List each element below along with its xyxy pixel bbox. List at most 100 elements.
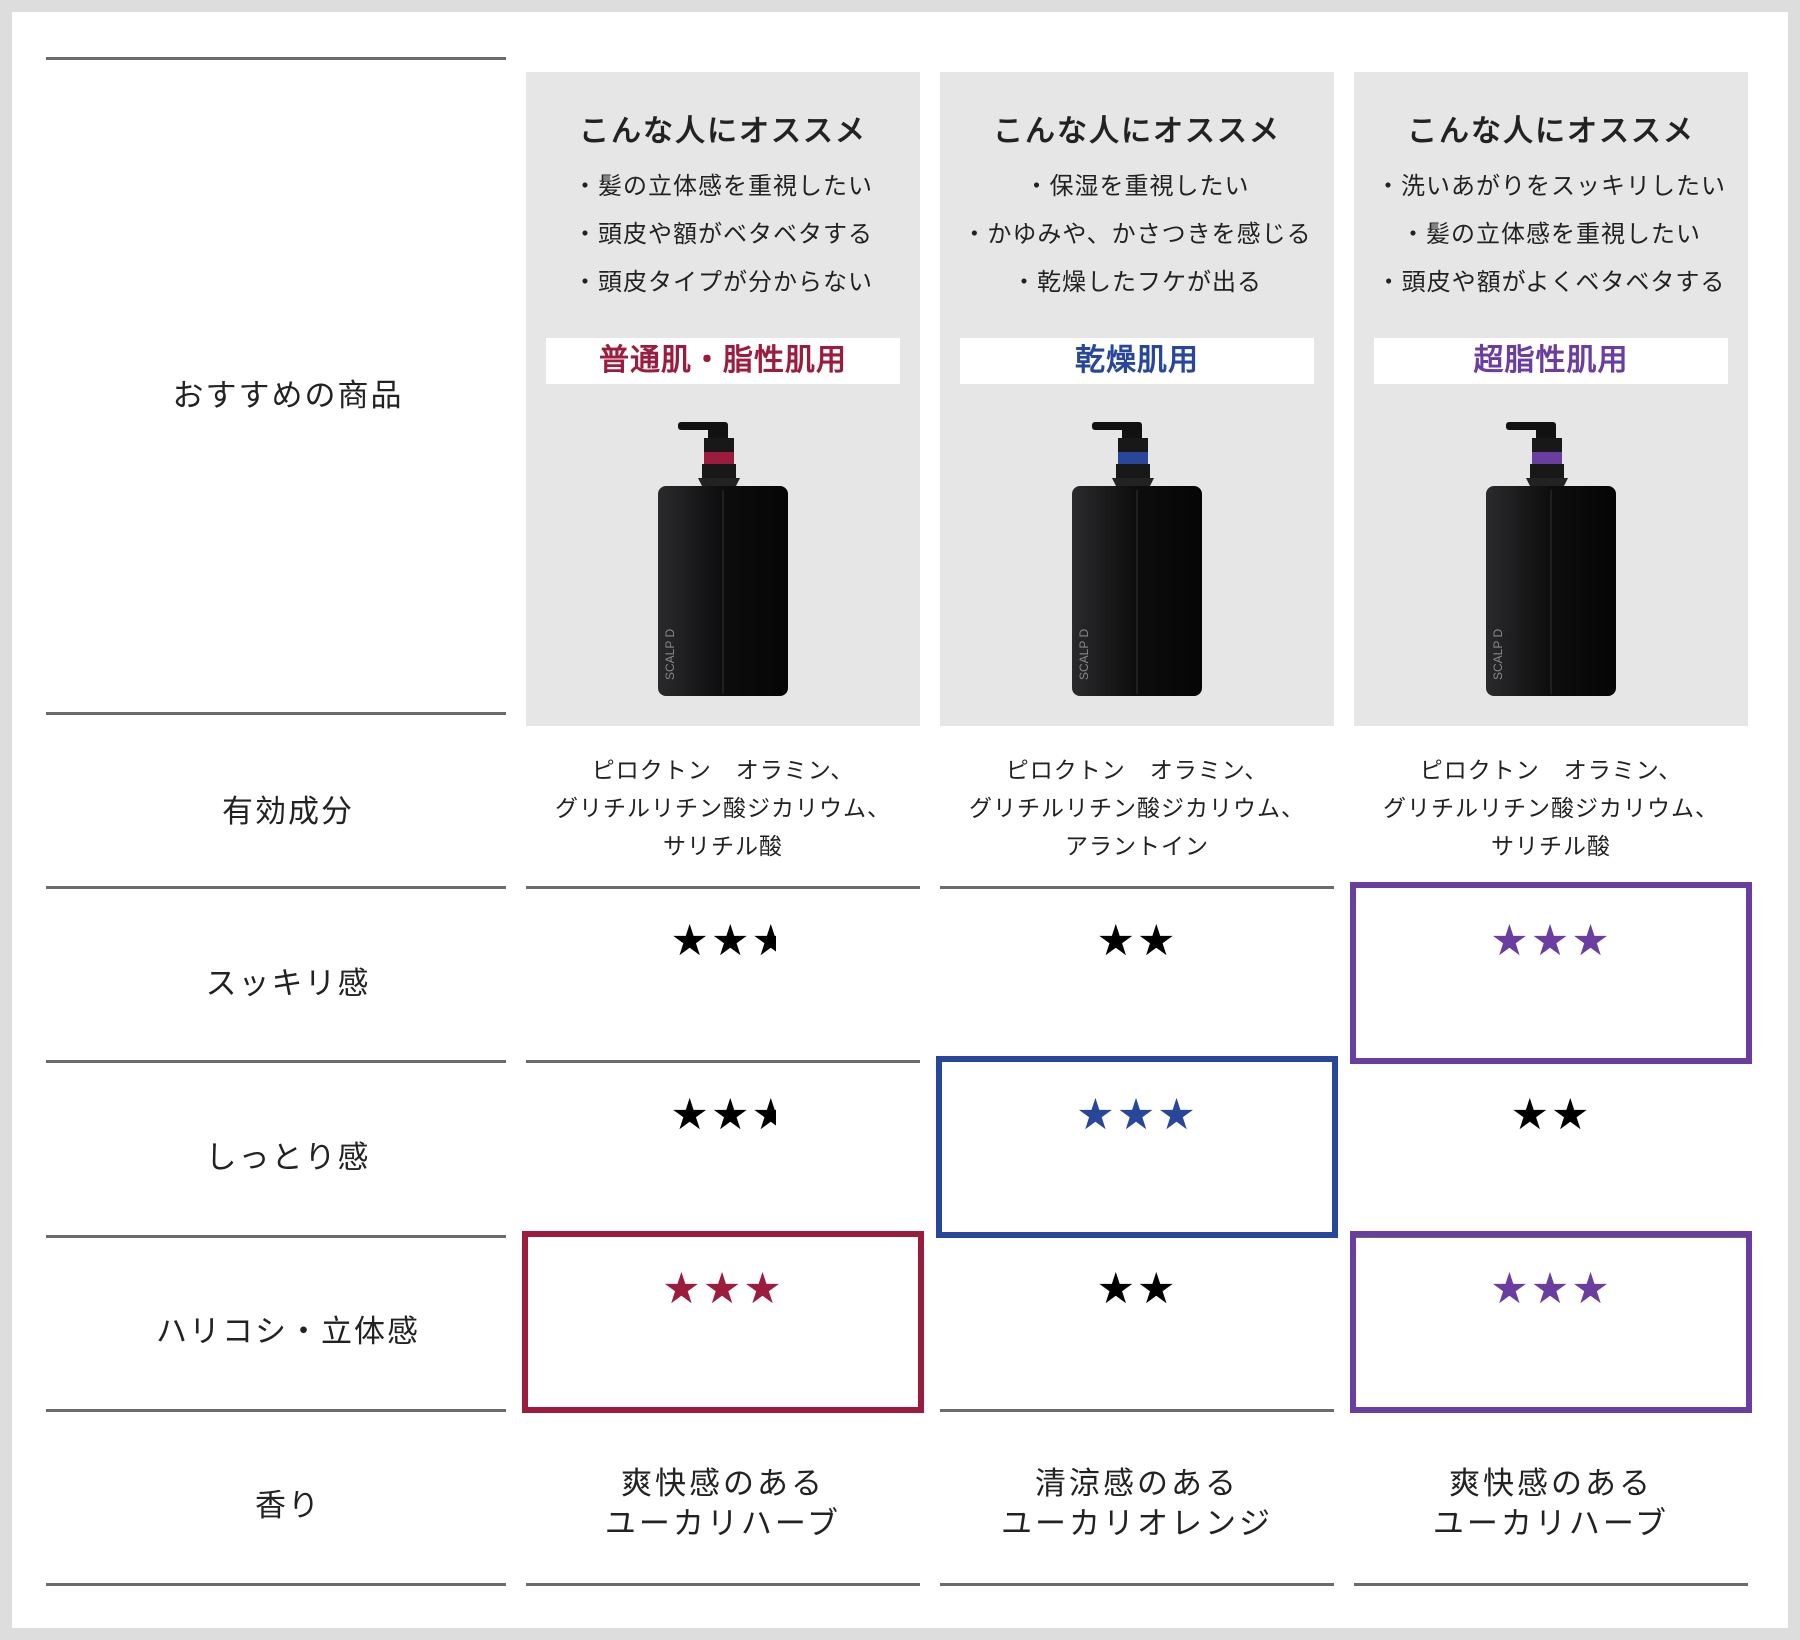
panel-heading: こんな人にオススメ — [579, 114, 867, 149]
recommend-point: ・頭皮や額がよくベタベタする — [1376, 268, 1726, 296]
star-icon: ★ — [702, 1264, 744, 1314]
row-label-recommended: おすすめの商品 — [172, 378, 404, 414]
rating-moisture: ★★★ — [940, 1090, 1334, 1140]
star-icon: ★ — [743, 1264, 784, 1314]
shampoo-bottle-image: SCALP D — [658, 422, 788, 696]
row-label-fragrance: 香り — [255, 1488, 321, 1524]
rating-refresh: ★★ — [940, 916, 1334, 966]
star-icon: ★ — [1076, 1090, 1117, 1140]
row-divider — [46, 886, 506, 889]
half-star-icon: ★ — [751, 1090, 776, 1140]
ingredients-cell: ピロクトン オラミン、グリチルリチン酸ジカリウム、アラントイン — [940, 752, 1334, 866]
ingredient-line: グリチルリチン酸ジカリウム、 — [555, 796, 891, 822]
fragrance-cell: 清涼感のあるユーカリオレンジ — [940, 1464, 1334, 1544]
star-icon: ★ — [1096, 916, 1137, 966]
bottle-brand-text: SCALP D — [1077, 629, 1091, 680]
panel-heading: こんな人にオススメ — [1407, 114, 1695, 149]
row-divider — [46, 57, 506, 60]
row-label-volume: ハリコシ・立体感 — [156, 1314, 420, 1350]
ingredient-line: ピロクトン オラミン、 — [591, 758, 855, 784]
highlight-frame — [522, 1231, 924, 1413]
rating-volume: ★★★ — [526, 1264, 920, 1314]
row-divider — [940, 1583, 1334, 1586]
row-label-moisture: しっとり感 — [205, 1140, 371, 1176]
row-divider — [940, 1409, 1334, 1412]
star-icon: ★ — [710, 1090, 752, 1140]
ingredients-cell: ピロクトン オラミン、グリチルリチン酸ジカリウム、サリチル酸 — [1354, 752, 1748, 866]
recommend-point: ・頭皮タイプが分からない — [573, 268, 873, 296]
panel-heading: こんな人にオススメ — [993, 114, 1281, 149]
recommend-point: ・かゆみや、かさつきを感じる — [962, 220, 1312, 248]
star-icon: ★ — [1157, 1090, 1198, 1140]
star-icon: ★ — [1571, 916, 1612, 966]
highlight-frame — [1350, 1231, 1752, 1413]
star-icon: ★ — [1551, 1090, 1592, 1140]
star-icon: ★ — [1490, 1264, 1531, 1314]
fragrance-line: 清涼感のある — [1035, 1466, 1239, 1502]
product-panel: こんな人にオススメ・保湿を重視したい・かゆみや、かさつきを感じる・乾燥したフケが… — [940, 72, 1334, 726]
ingredient-line: ピロクトン オラミン、 — [1419, 758, 1683, 784]
row-divider — [46, 712, 506, 715]
recommend-point: ・髪の立体感を重視したい — [573, 172, 873, 200]
half-star-icon: ★ — [751, 916, 776, 966]
ingredient-line: グリチルリチン酸ジカリウム、 — [1383, 796, 1719, 822]
row-divider — [46, 1409, 506, 1412]
row-divider — [46, 1583, 506, 1586]
recommend-point: ・頭皮や額がベタベタする — [573, 220, 873, 248]
row-divider — [46, 1060, 506, 1063]
bottle-brand-text: SCALP D — [663, 629, 677, 680]
star-icon: ★ — [1490, 916, 1531, 966]
row-label-refresh: スッキリ感 — [205, 966, 371, 1002]
fragrance-cell: 爽快感のあるユーカリハーブ — [1354, 1464, 1748, 1544]
star-icon: ★ — [1530, 1264, 1572, 1314]
star-icon: ★ — [1530, 916, 1572, 966]
rating-moisture: ★★★ — [526, 1090, 920, 1140]
shampoo-bottle-image: SCALP D — [1072, 422, 1202, 696]
product-panel: こんな人にオススメ・洗いあがりをスッキリしたい・髪の立体感を重視したい・頭皮や額… — [1354, 72, 1748, 726]
highlight-frame — [1350, 882, 1752, 1064]
row-divider — [940, 886, 1334, 889]
row-divider — [526, 1583, 920, 1586]
bottle-brand-text: SCALP D — [1491, 629, 1505, 680]
fragrance-line: 爽快感のある — [621, 1466, 825, 1502]
ingredient-line: サリチル酸 — [1491, 834, 1611, 860]
skin-type-tag: 普通肌・脂性肌用 — [546, 338, 900, 384]
row-divider — [46, 1235, 506, 1238]
fragrance-cell: 爽快感のあるユーカリハーブ — [526, 1464, 920, 1544]
fragrance-line: ユーカリハーブ — [1432, 1506, 1670, 1542]
fragrance-line: ユーカリオレンジ — [1001, 1506, 1273, 1542]
row-label-ingredients: 有効成分 — [222, 794, 354, 830]
ingredient-line: アラントイン — [1065, 834, 1209, 860]
rating-refresh: ★★★ — [526, 916, 920, 966]
row-divider — [526, 1060, 920, 1063]
star-icon: ★ — [710, 916, 752, 966]
star-icon: ★ — [662, 1264, 703, 1314]
star-icon: ★ — [1510, 1090, 1551, 1140]
product-panel: こんな人にオススメ・髪の立体感を重視したい・頭皮や額がベタベタする・頭皮タイプが… — [526, 72, 920, 726]
star-icon: ★ — [1096, 1264, 1137, 1314]
ingredient-line: ピロクトン オラミン、 — [1005, 758, 1269, 784]
fragrance-line: 爽快感のある — [1449, 1466, 1653, 1502]
star-icon: ★ — [670, 1090, 711, 1140]
recommend-point: ・洗いあがりをスッキリしたい — [1376, 172, 1726, 200]
rating-moisture: ★★ — [1354, 1090, 1748, 1140]
ingredient-line: サリチル酸 — [663, 834, 783, 860]
star-icon: ★ — [1116, 1090, 1158, 1140]
shampoo-bottle-image: SCALP D — [1486, 422, 1616, 696]
star-icon: ★ — [670, 916, 711, 966]
comparison-table: おすすめの商品 有効成分 スッキリ感 しっとり感 ハリコシ・立体感 香り こんな… — [12, 12, 1788, 1628]
recommend-point: ・髪の立体感を重視したい — [1401, 220, 1701, 248]
skin-type-tag: 超脂性肌用 — [1374, 338, 1728, 384]
star-icon: ★ — [1571, 1264, 1612, 1314]
skin-type-tag: 乾燥肌用 — [960, 338, 1314, 384]
recommend-point: ・保湿を重視したい — [1024, 172, 1250, 200]
ingredient-line: グリチルリチン酸ジカリウム、 — [969, 796, 1305, 822]
fragrance-line: ユーカリハーブ — [604, 1506, 842, 1542]
row-divider — [1354, 1583, 1748, 1586]
ingredients-cell: ピロクトン オラミン、グリチルリチン酸ジカリウム、サリチル酸 — [526, 752, 920, 866]
rating-volume: ★★ — [940, 1264, 1334, 1314]
rating-volume: ★★★ — [1354, 1264, 1748, 1314]
highlight-frame — [936, 1056, 1338, 1238]
recommend-point: ・乾燥したフケが出る — [1012, 268, 1262, 296]
row-divider — [526, 886, 920, 889]
